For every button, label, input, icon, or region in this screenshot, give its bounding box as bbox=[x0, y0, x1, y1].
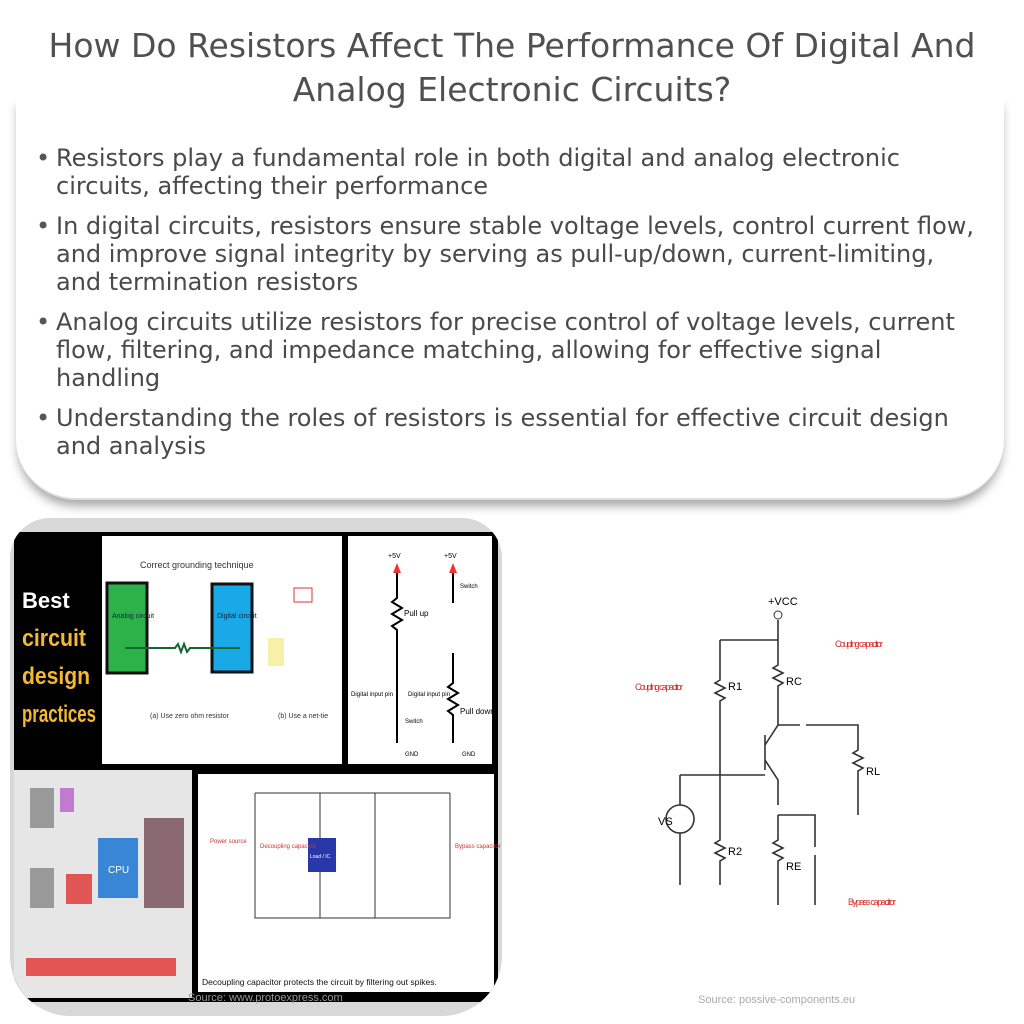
bullet-item: Understanding the roles of resistors is … bbox=[36, 404, 986, 460]
gnd-label: GND bbox=[462, 752, 476, 758]
digital-box-label: Digital circuit bbox=[217, 613, 257, 620]
heading-line: circuit bbox=[22, 625, 86, 652]
rl-label: RL bbox=[866, 766, 880, 778]
power-source-label: Power source bbox=[210, 839, 247, 845]
switch-label: Switch bbox=[460, 584, 478, 590]
bullet-item: Resistors play a fundamental role in bot… bbox=[36, 144, 986, 200]
switch-label: Switch bbox=[405, 719, 423, 725]
load-label: Load / IC bbox=[310, 854, 331, 860]
heading-line: practices bbox=[22, 701, 96, 728]
bullet-item: Analog circuits utilize resistors for pr… bbox=[36, 308, 986, 392]
r2-label: R2 bbox=[728, 846, 742, 858]
bypass-label: Bypass capacitor bbox=[455, 844, 501, 850]
re-label: RE bbox=[786, 861, 801, 873]
bullet-list: Resistors play a fundamental role in bot… bbox=[36, 144, 986, 472]
heading-best: Best bbox=[22, 588, 70, 613]
pullup-label: Pull up bbox=[404, 609, 429, 618]
caption-b: (b) Use a net-tie bbox=[278, 713, 328, 720]
vcc-label: +5V bbox=[444, 553, 457, 560]
bypass-label: Bypass capacitor bbox=[848, 897, 896, 907]
r1-label: R1 bbox=[728, 681, 742, 693]
pin-label: Digital input pin bbox=[408, 692, 450, 698]
page-title: How Do Resistors Affect The Performance … bbox=[48, 26, 976, 109]
rc-label: RC bbox=[786, 676, 802, 688]
decoupling-label: Decoupling capacitor bbox=[260, 844, 316, 850]
heading-line: design bbox=[22, 663, 90, 690]
analog-box-label: Analog circuit bbox=[112, 613, 154, 620]
grounding-title: Correct grounding technique bbox=[140, 560, 254, 570]
pin-label: Digital input pin bbox=[351, 692, 393, 698]
coupling-left-label: Coupling capacitor bbox=[635, 682, 683, 692]
amplifier-schematic: +VCC R1 R2 RC RE RL VS Coupling capacito… bbox=[620, 585, 910, 935]
vs-label: VS bbox=[658, 816, 673, 828]
right-source: Source: possive-components.eu bbox=[698, 994, 856, 1006]
coupling-right-label: Coupling capacitor bbox=[835, 639, 883, 649]
bullet-item: In digital circuits, resistors ensure st… bbox=[36, 212, 986, 296]
caption-a: (a) Use zero ohm resistor bbox=[150, 713, 230, 720]
vcc-label: +5V bbox=[388, 553, 401, 560]
left-source: Source: www.protoexpress.com bbox=[188, 992, 343, 1004]
circuit-design-practices-image: Best circuit design practices Correct gr… bbox=[10, 518, 502, 1016]
cpu-label: CPU bbox=[108, 865, 129, 876]
vcc-label: +VCC bbox=[768, 596, 798, 608]
caption-bottom: Decoupling capacitor protects the circui… bbox=[202, 977, 437, 987]
pulldown-label: Pull down bbox=[460, 707, 495, 716]
gnd-label: GND bbox=[405, 752, 419, 758]
